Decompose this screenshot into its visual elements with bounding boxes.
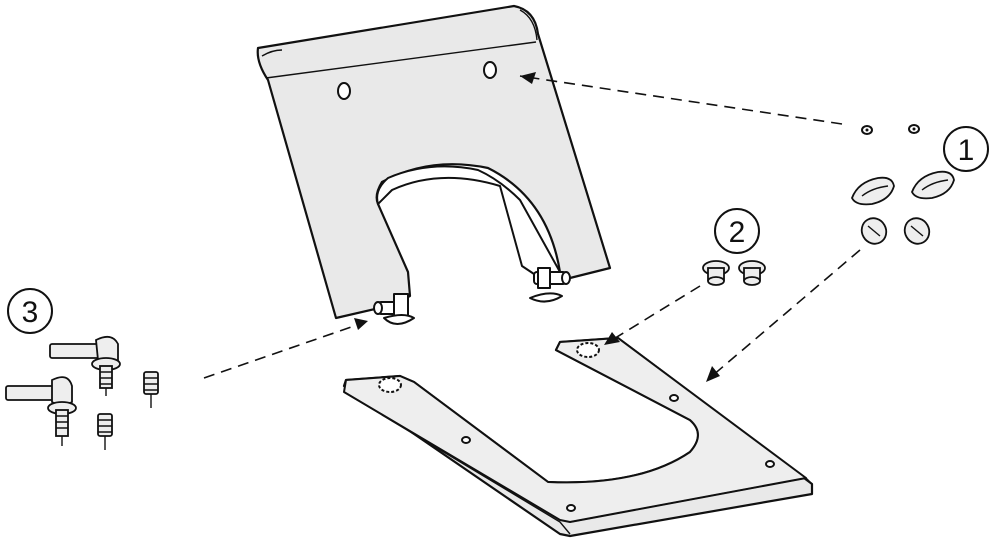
hardware-group-3 [5, 335, 159, 450]
upright-plate [256, 4, 612, 325]
callout-2-label: 2 [729, 216, 746, 249]
base-hole-left [378, 377, 402, 393]
base-hole-right [576, 342, 600, 358]
post-right [529, 267, 571, 303]
base-plate [342, 336, 814, 538]
hardware-group-1 [851, 124, 955, 245]
callout-2: 2 [714, 208, 760, 254]
upright-hole-right [483, 61, 497, 79]
upright-hole-left [337, 82, 351, 100]
leader-lines [203, 72, 861, 382]
hardware-group-2 [702, 260, 766, 286]
callout-1: 1 [943, 126, 989, 172]
callout-1-label: 1 [958, 134, 975, 167]
callout-3-label: 3 [22, 296, 39, 329]
post-left [373, 293, 415, 325]
callout-3: 3 [7, 288, 53, 334]
